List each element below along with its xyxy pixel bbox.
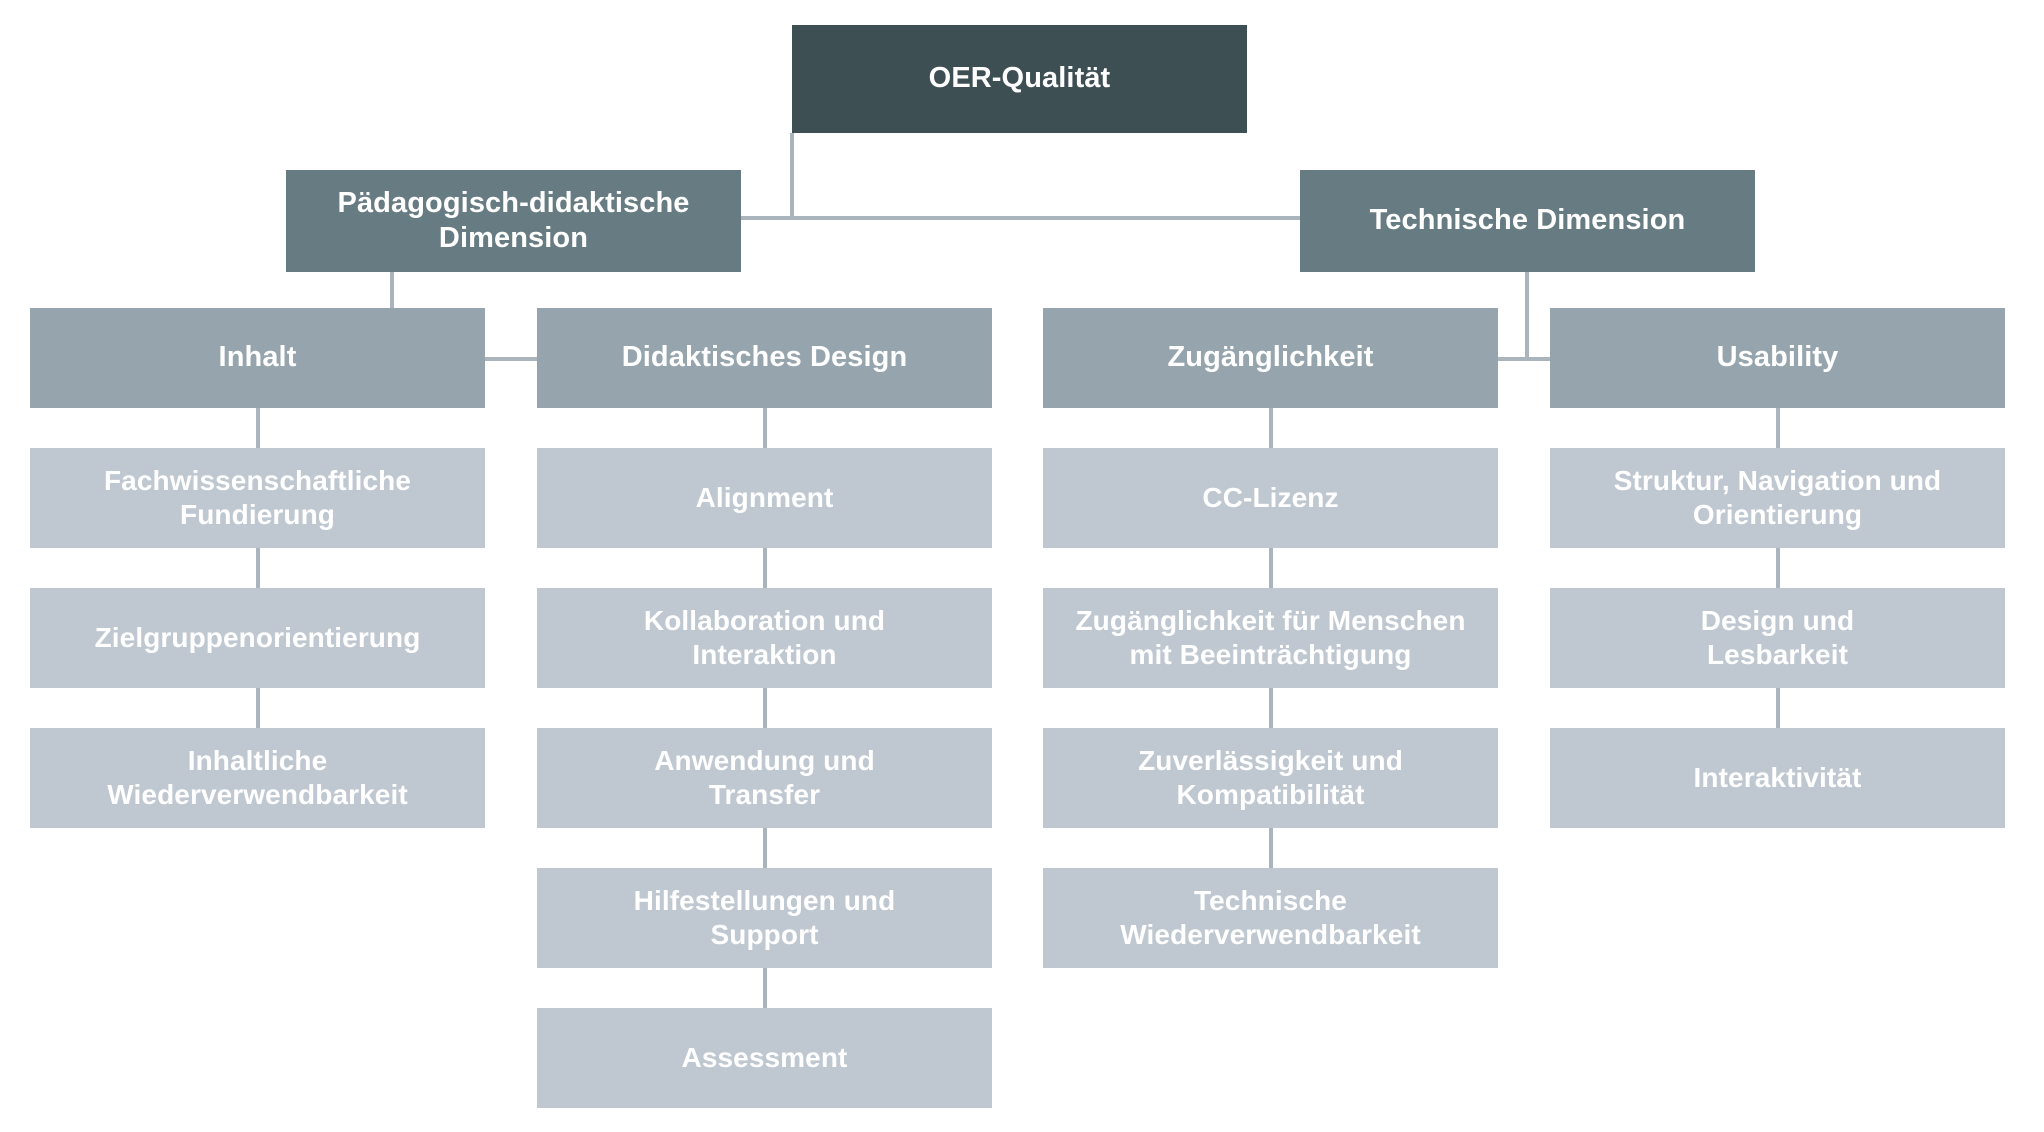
node-zuverlaessigkeit-und-kompatibilitaet[interactable]: Zuverlässigkeit und Kompatibilität <box>1043 728 1498 828</box>
connector-root-stem <box>790 133 794 218</box>
connector-col2-chain <box>763 408 767 460</box>
connector-col1-chain <box>256 408 260 460</box>
connector-col1-chain <box>256 548 260 600</box>
node-paedagogisch-didaktische-dimension[interactable]: Pädagogisch-didaktische Dimension <box>286 170 741 272</box>
connector-right-category-spine <box>1271 357 1799 361</box>
connector-col2-chain <box>763 548 767 600</box>
node-zugaenglichkeit[interactable]: Zugänglichkeit <box>1043 308 1498 408</box>
node-interaktivitaet[interactable]: Interaktivität <box>1550 728 2005 828</box>
connector-col2-chain <box>763 828 767 880</box>
connector-col4-chain <box>1776 688 1780 740</box>
connector-right-dimension-stem <box>1525 272 1529 360</box>
node-didaktisches-design[interactable]: Didaktisches Design <box>537 308 992 408</box>
connector-col3-chain <box>1269 828 1273 880</box>
connector-col2-chain <box>763 968 767 1020</box>
node-assessment[interactable]: Assessment <box>537 1008 992 1108</box>
node-oer-qualitaet[interactable]: OER-Qualität <box>792 25 1247 133</box>
connector-col2-chain <box>763 688 767 740</box>
node-anwendung-und-transfer[interactable]: Anwendung und Transfer <box>537 728 992 828</box>
node-technische-dimension[interactable]: Technische Dimension <box>1300 170 1755 272</box>
node-kollaboration-und-interaktion[interactable]: Kollaboration und Interaktion <box>537 588 992 688</box>
node-inhalt[interactable]: Inhalt <box>30 308 485 408</box>
node-struktur-navigation-und-orientierung[interactable]: Struktur, Navigation und Orientierung <box>1550 448 2005 548</box>
node-technische-wiederverwendbarkeit[interactable]: Technische Wiederverwendbarkeit <box>1043 868 1498 968</box>
node-inhaltliche-wiederverwendbarkeit[interactable]: Inhaltliche Wiederverwendbarkeit <box>30 728 485 828</box>
connector-col4-chain <box>1776 548 1780 600</box>
connector-left-category-spine <box>258 357 786 361</box>
node-cc-lizenz[interactable]: CC-Lizenz <box>1043 448 1498 548</box>
connector-col4-chain <box>1776 408 1780 460</box>
node-alignment[interactable]: Alignment <box>537 448 992 548</box>
node-zielgruppenorientierung[interactable]: Zielgruppenorientierung <box>30 588 485 688</box>
node-usability[interactable]: Usability <box>1550 308 2005 408</box>
connector-dimension-spine <box>392 216 1527 220</box>
connector-col1-chain <box>256 688 260 740</box>
connector-col3-chain <box>1269 408 1273 460</box>
node-design-und-lesbarkeit[interactable]: Design und Lesbarkeit <box>1550 588 2005 688</box>
connector-col3-chain <box>1269 548 1273 600</box>
node-hilfestellungen-und-support[interactable]: Hilfestellungen und Support <box>537 868 992 968</box>
connector-col3-chain <box>1269 688 1273 740</box>
node-zugaenglichkeit-fuer-menschen-mit-beeintraechtigung[interactable]: Zugänglichkeit für Menschen mit Beeinträ… <box>1043 588 1498 688</box>
node-fachwissenschaftliche-fundierung[interactable]: Fachwissenschaftliche Fundierung <box>30 448 485 548</box>
